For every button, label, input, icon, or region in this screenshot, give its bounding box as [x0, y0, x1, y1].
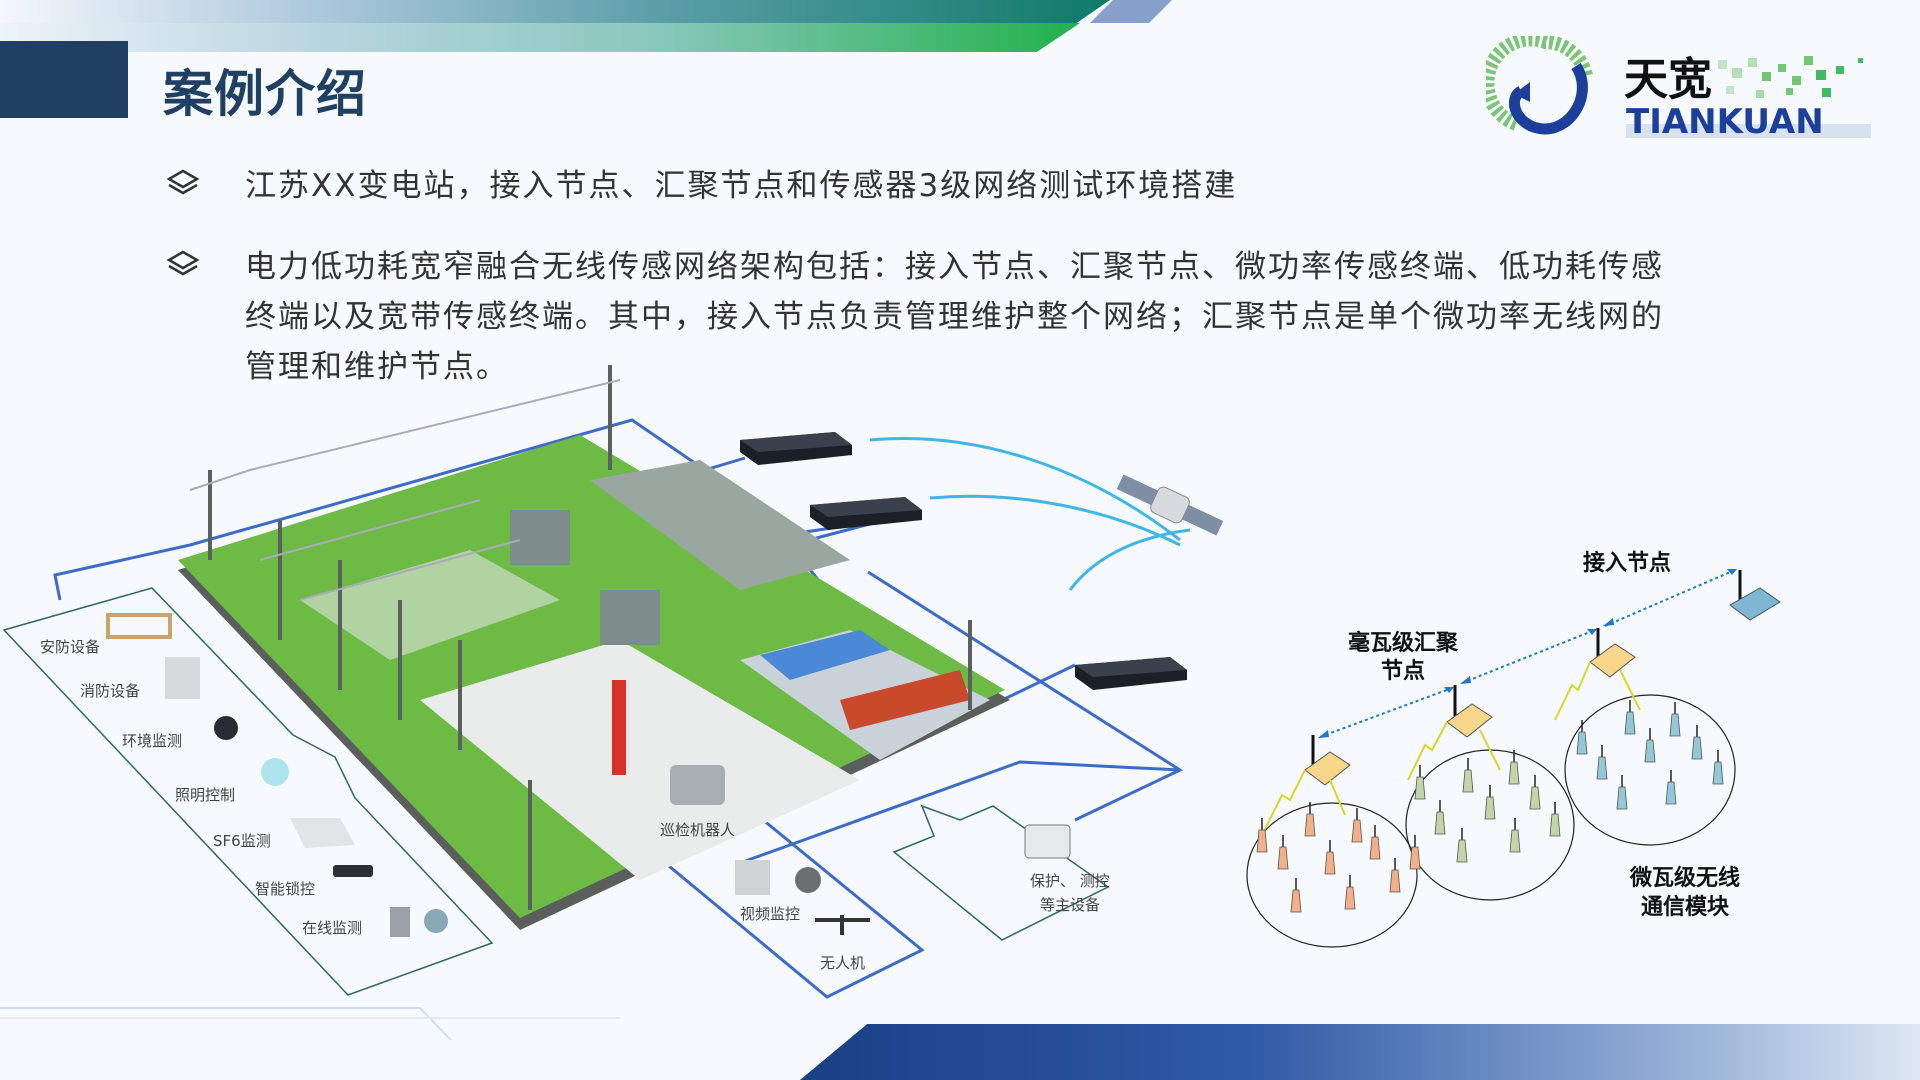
device-label-fire: 消防设备	[80, 682, 140, 700]
sensor-antenna-icon	[1669, 702, 1681, 737]
protection-label-1: 保护、 测控	[1030, 872, 1110, 890]
sensor-antenna-icon	[1414, 765, 1426, 800]
header-band-accent	[1090, 0, 1172, 23]
aggregation-node-label-2: 节点	[1381, 658, 1425, 684]
satellite-icon	[1116, 474, 1224, 536]
footer-band	[800, 1024, 1920, 1080]
server-icon	[810, 497, 922, 530]
sensor-antenna-icon	[1277, 835, 1289, 870]
micro-cluster-3	[1564, 694, 1736, 846]
sensor-antenna-icon	[1529, 775, 1541, 810]
sensor-antenna-icon	[1351, 808, 1363, 843]
device-label-drone: 无人机	[820, 954, 865, 972]
access-node-label: 接入节点	[1583, 550, 1671, 576]
protection-label-2: 等主设备	[1040, 896, 1100, 914]
worker-figure	[612, 680, 626, 775]
sf6-device-icon	[290, 818, 355, 848]
sensor-antenna-icon	[1409, 835, 1421, 870]
sensor-antenna-icon	[1344, 875, 1356, 910]
bullet-line: 江苏XX变电站，接入节点、汇聚节点和传感器3级网络测试环境搭建	[245, 168, 1238, 204]
device-label-lock: 智能锁控	[255, 880, 315, 898]
device-label-security: 安防设备	[40, 638, 100, 656]
device-label-online: 在线监测	[302, 919, 362, 937]
header-band-top	[0, 0, 1110, 23]
micro-module-label-2: 通信模块	[1641, 894, 1730, 920]
fire-panel-icon	[165, 657, 200, 699]
router-icon	[1446, 685, 1493, 738]
micro-module-label: 微瓦级无线	[1629, 865, 1740, 891]
access-point-icon	[1729, 570, 1781, 621]
bullet-text-2: 电力低功耗宽窄融合无线传感网络架构包括：接入节点、汇聚节点、微功率传感终端、低功…	[245, 242, 1815, 392]
lightbulb-icon	[261, 758, 289, 786]
sensor-antenna-icon	[1324, 840, 1336, 875]
sensor-antenna-icon	[1389, 858, 1401, 893]
sensor-antenna-icon	[1712, 750, 1724, 785]
router-icon	[1589, 628, 1636, 678]
sensor-antenna-icon	[1665, 770, 1677, 805]
bullet-line: 管理和维护节点。	[245, 349, 509, 385]
sensor-antenna-icon	[1290, 878, 1302, 913]
sensor-antenna-icon	[1624, 700, 1636, 735]
protection-device-icon	[1024, 824, 1071, 859]
micro-cluster-1	[1246, 802, 1418, 948]
sensor-antenna-icon	[1509, 818, 1521, 853]
logo-emblem-icon	[1480, 32, 1593, 135]
layers-icon	[165, 165, 201, 201]
robot-icon	[670, 765, 725, 805]
logo-cn: 天宽	[1624, 54, 1712, 105]
sensor-antenna-icon	[1576, 720, 1588, 755]
drone-icon	[815, 915, 870, 935]
server-icon	[740, 432, 852, 465]
protection-callout	[892, 804, 1110, 941]
anemometer-icon	[214, 716, 238, 740]
bullet-line: 终端以及宽带传感终端。其中，接入节点负责管理维护整个网络；汇聚节点是单个微功率无…	[245, 299, 1664, 335]
dome-camera-icon	[795, 867, 821, 893]
sensor-antenna-icon	[1508, 750, 1520, 785]
device-label-video: 视频监控	[740, 905, 800, 923]
online-monitor-icon	[390, 907, 410, 937]
sensor-antenna-icon	[1256, 818, 1268, 853]
sensor-antenna-icon	[1369, 825, 1381, 860]
title-block	[0, 41, 128, 118]
sensor-antenna-icon	[1596, 745, 1608, 780]
sensor-antenna-icon	[1456, 828, 1468, 863]
layers-icon	[165, 246, 201, 282]
micro-cluster-2	[1405, 749, 1575, 901]
gauge-icon	[424, 909, 448, 933]
aggregation-node-label: 毫瓦级汇聚	[1348, 630, 1459, 656]
bullet-text-1: 江苏XX变电站，接入节点、汇聚节点和传感器3级网络测试环境搭建	[245, 161, 1815, 211]
device-label-robot: 巡检机器人	[660, 821, 735, 839]
device-label-lighting: 照明控制	[175, 786, 235, 804]
sensor-antenna-icon	[1616, 775, 1628, 810]
sensor-antenna-icon	[1691, 725, 1703, 760]
security-device-icon	[106, 613, 172, 639]
device-panel-left	[2, 587, 494, 996]
device-label-environment: 环境监测	[122, 732, 182, 750]
bullet-line: 电力低功耗宽窄融合无线传感网络架构包括：接入节点、汇聚节点、微功率传感终端、低功…	[245, 249, 1664, 285]
device-label-sf6: SF6监测	[213, 832, 271, 850]
logo-en: TIANKUAN	[1626, 102, 1824, 140]
network-illustration: 安防设备 消防设备 环境监测 照明控制 SF6监测 智能锁控 在线监测 巡检机器…	[0, 365, 1781, 1040]
sensor-antenna-icon	[1462, 758, 1474, 793]
camera-icon	[735, 860, 770, 895]
sensor-antenna-icon	[1644, 728, 1656, 763]
network-diagram: 接入节点 毫瓦级汇聚 节点 微瓦级无线 通信模块	[1246, 550, 1781, 948]
page-title: 案例介绍	[163, 65, 367, 123]
company-logo: 天宽 TIANKUAN	[1480, 32, 1876, 142]
sensor-antenna-icon	[1434, 800, 1446, 835]
server-icon	[1075, 657, 1187, 690]
sensor-antenna-icon	[1484, 785, 1496, 820]
sensor-antenna-icon	[1549, 802, 1561, 837]
router-icon	[1304, 735, 1351, 786]
sensor-antenna-icon	[1304, 802, 1316, 837]
substation-image	[178, 365, 1010, 930]
header-band-green	[0, 23, 1080, 52]
smart-lock-icon	[333, 865, 373, 877]
